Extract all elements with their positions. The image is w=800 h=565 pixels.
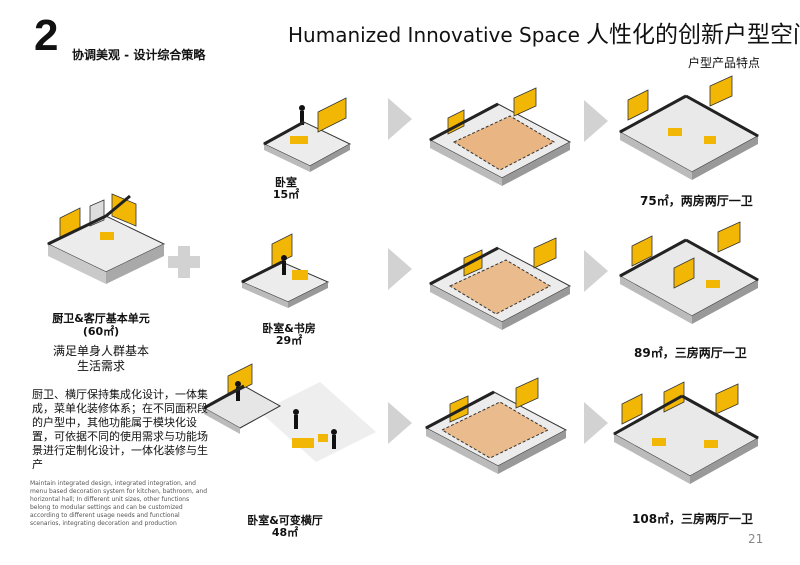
base-unit-desc-2: 生活需求 <box>76 359 125 373</box>
page-title-en: Humanized Innovative Space <box>288 23 580 47</box>
combination-plan-3 <box>424 377 568 474</box>
arrow-right-icon <box>584 250 608 292</box>
module-label-2: 卧室&书房 <box>262 322 316 335</box>
base-unit-label: 厨卫&客厅基本单元 <box>52 312 150 325</box>
combination-plan-2 <box>428 237 572 330</box>
result-label-1: 75㎡，两房两厅一卫 <box>640 194 753 208</box>
module-label-1: 卧室 <box>275 176 297 189</box>
page-subtitle: 户型产品特点 <box>688 56 761 70</box>
arrow-right-icon <box>584 402 608 444</box>
result-label-3: 108㎡，三房两厅一卫 <box>632 512 754 526</box>
section-title: 协调美观 - 设计综合策略 <box>72 48 206 62</box>
combination-plan-1 <box>428 87 572 186</box>
base-unit-desc-1: 满足单身人群基本 <box>52 344 149 358</box>
module-area-3: 48㎡ <box>271 526 299 539</box>
arrow-right-icon <box>388 98 412 140</box>
result-plan-108 <box>612 381 760 484</box>
arrow-right-icon <box>388 402 412 444</box>
arrow-right-icon <box>584 100 608 142</box>
base-unit-area: (60㎡) <box>82 325 120 338</box>
module-bedroom-hall-plan <box>202 363 376 462</box>
section-number: 2 <box>34 11 59 60</box>
result-label-2: 89㎡，三房两厅一卫 <box>634 346 747 360</box>
module-label-3: 卧室&可变横厅 <box>247 514 323 527</box>
plus-icon <box>168 246 200 278</box>
result-plan-75 <box>618 75 760 180</box>
module-area-2: 29㎡ <box>275 334 303 347</box>
strategy-text-cn: 厨卫、横厅保持集成化设计，一体集成，菜单化装修体系；在不同面积段的户型中，其他功… <box>32 388 208 471</box>
strategy-text-en: Maintain integrated design, integrated i… <box>30 480 208 527</box>
page-number: 21 <box>748 532 764 546</box>
module-bedroom-study-plan <box>240 233 330 308</box>
module-bedroom-plan <box>262 97 352 172</box>
arrow-right-icon <box>388 248 412 290</box>
page-title-cn: 人性化的创新户型空间 <box>585 22 800 48</box>
result-plan-89 <box>618 221 760 324</box>
module-area-1: 15㎡ <box>272 188 300 201</box>
base-unit-plan <box>46 193 166 284</box>
